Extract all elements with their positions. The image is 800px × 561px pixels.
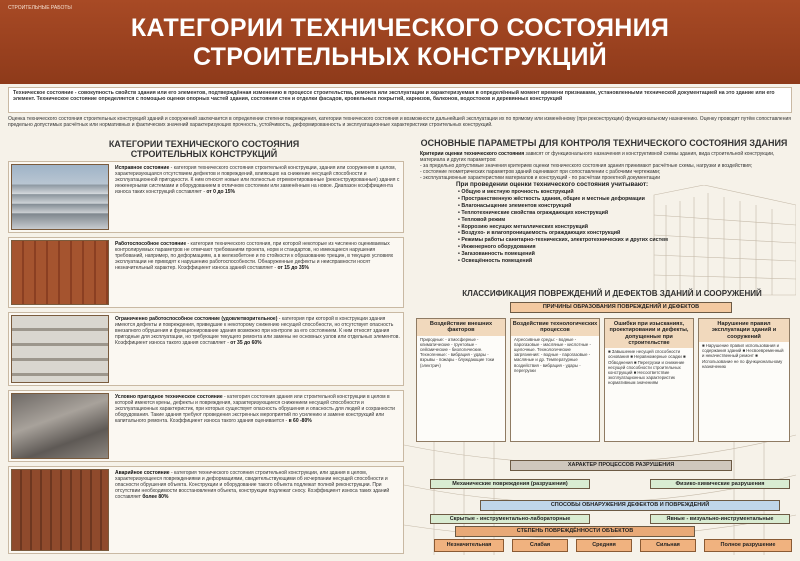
- criteria-intro: Критерии оценки технического состояния з…: [420, 151, 794, 163]
- building-photo: [11, 240, 109, 305]
- damage-degree-box: СТЕПЕНЬ ПОВРЕЖДЁННОСТИ ОБЪЕКТОВ: [455, 526, 695, 537]
- degree-total-destruction: Полное разрушение: [704, 539, 792, 552]
- category-name: Исправное состояние: [115, 165, 170, 171]
- degree-insignificant: Незначительная: [434, 539, 504, 552]
- cause-column-technological: Воздействие технологических процессов Аг…: [510, 318, 600, 442]
- category-text: Аварийное состояние - категория техничес…: [115, 470, 400, 550]
- category-text: Исправное состояние - категория техничес…: [115, 165, 400, 229]
- category-text: Условно пригодное техническое состояние …: [115, 394, 400, 458]
- physchem-damage-box: Физико-химические разрушения: [650, 479, 790, 489]
- category-name: Ограниченно работоспособное состояние (у…: [115, 316, 278, 322]
- column-body: ■ Завышение несущей способности основани…: [608, 349, 686, 386]
- degree-strong: Сильная: [640, 539, 696, 552]
- categories-heading-line-2: СТРОИТЕЛЬНЫХ КОНСТРУКЦИЙ: [130, 149, 278, 159]
- category-description: - категория состояния здания или строите…: [115, 394, 395, 424]
- category-card-conditional: Условно пригодное техническое состояние …: [8, 390, 404, 462]
- building-photo: [11, 164, 109, 230]
- title-line-1: КАТЕГОРИИ ТЕХНИЧЕСКОГО СОСТОЯНИЯ: [130, 14, 670, 42]
- cause-column-design-errors: Ошибки при изысканиях, проектировании и …: [604, 318, 694, 442]
- list-item: • Влагонасыщение элементов конструкций: [458, 202, 572, 209]
- column-title: Воздействие внешних факторов: [417, 319, 505, 336]
- wear-range: от 15 до 35%: [277, 265, 309, 271]
- category-description: - категория при которой в конструкции зд…: [115, 316, 400, 346]
- list-item: • Режимы работы санитарно-технических, э…: [458, 237, 668, 244]
- degree-weak: Слабая: [512, 539, 568, 552]
- list-item: • Воздухо- и влагопроницаемость ограждаю…: [458, 230, 621, 237]
- list-item: • Пространственную жёсткость здания, общ…: [458, 195, 645, 202]
- assessment-subheading: При проведении оценки технического состо…: [456, 181, 649, 188]
- column-body: ■ Нарушение правил использования и содер…: [702, 342, 784, 369]
- building-photo: [11, 315, 109, 383]
- criteria-lead: Критерии оценки технического состояния: [420, 151, 525, 157]
- list-item: • Тепловой режим: [458, 216, 506, 223]
- cause-column-operation: Нарушение правил эксплуатации зданий и с…: [698, 318, 790, 442]
- mechanical-damage-box: Механические повреждения (разрушения): [430, 479, 590, 489]
- title-line-2: СТРОИТЕЛЬНЫХ КОНСТРУКЦИЙ: [192, 43, 608, 71]
- cause-column-external: Воздействие внешних факторов Природные: …: [416, 318, 506, 442]
- criteria-text: Критерии оценки технического состояния з…: [420, 151, 794, 181]
- category-name: Условно пригодное техническое состояние: [115, 394, 223, 400]
- category-name: Аварийное состояние: [115, 470, 170, 476]
- hidden-defects-label: Скрытые - инструментально-лабораторные: [430, 514, 590, 524]
- wear-range: от 35 до 60%: [230, 340, 262, 346]
- building-photo: [11, 393, 109, 459]
- wear-range: более 80%: [142, 494, 169, 500]
- category-text: Ограниченно работоспособное состояние (у…: [115, 316, 400, 382]
- causes-box: ПРИЧИНЫ ОБРАЗОВАНИЯ ПОВРЕЖДЕНИЙ И ДЕФЕКТ…: [510, 302, 732, 313]
- column-title: Нарушение правил эксплуатации зданий и с…: [699, 319, 789, 342]
- category-card-serviceable: Исправное состояние - категория техничес…: [8, 161, 404, 233]
- degree-medium: Средняя: [576, 539, 632, 552]
- list-item: • Теплотехнические свойства ограждающих …: [458, 209, 609, 216]
- category-card-workable: Работоспособное состояние - категория те…: [8, 237, 404, 308]
- control-parameters-heading: ОСНОВНЫЕ ПАРАМЕТРЫ ДЛЯ КОНТРОЛЯ ТЕХНИЧЕС…: [420, 138, 788, 148]
- wear-range: от 0 до 15%: [206, 189, 235, 195]
- list-item: • Освещённость помещений: [458, 258, 533, 265]
- category-description: - категория технического состояния, при …: [115, 241, 394, 271]
- list-item: • Коррозию несущих металлических констру…: [458, 223, 589, 230]
- destruction-character-box: ХАРАКТЕР ПРОЦЕССОВ РАЗРУШЕНИЯ: [510, 460, 732, 471]
- detection-methods-box: СПОСОБЫ ОБНАРУЖЕНИЯ ДЕФЕКТОВ И ПОВРЕЖДЕН…: [480, 500, 780, 511]
- list-item: • Загазованность помещений: [458, 251, 535, 258]
- category-text: Работоспособное состояние - категория те…: [115, 241, 400, 304]
- building-photo: [11, 469, 109, 551]
- series-label: СТРОИТЕЛЬНЫЕ РАБОТЫ: [8, 5, 72, 11]
- categories-heading: КАТЕГОРИИ ТЕХНИЧЕСКОГО СОСТОЯНИЯ СТРОИТЕ…: [14, 139, 394, 159]
- category-description: - категория технического состояния строи…: [115, 470, 390, 500]
- category-name: Работоспособное состояние: [115, 241, 187, 247]
- column-body: Природные: - атмосферные - климатические…: [420, 336, 495, 368]
- assessment-list: • Общую и местную прочность конструкций …: [458, 189, 788, 265]
- column-title: Ошибки при изысканиях, проектировании и …: [605, 319, 693, 349]
- page-title: КАТЕГОРИИ ТЕХНИЧЕСКОГО СОСТОЯНИЯ СТРОИТЕ…: [0, 14, 800, 72]
- criteria-item: - состояние геометрических параметров зд…: [420, 169, 661, 175]
- wear-range: в 60 -80%: [288, 418, 312, 424]
- criteria-description: зависят от функционального назначения и …: [420, 151, 775, 163]
- intro-text: Оценка технического состояния строительн…: [8, 116, 791, 128]
- definition-box: Техническое состояние - совокупность сво…: [8, 87, 792, 113]
- list-item: • Инженерного оборудования: [458, 244, 536, 251]
- category-description: - категория технического состояния строи…: [115, 165, 400, 195]
- list-item: • Общую и местную прочность конструкций: [458, 189, 574, 195]
- criteria-item: - эксплуатационные характеристики матери…: [420, 175, 660, 181]
- classification-heading: КЛАССИФИКАЦИЯ ПОВРЕЖДЕНИЙ И ДЕФЕКТОВ ЗДА…: [462, 289, 762, 298]
- criteria-item: - за предельно допустимые значения крите…: [420, 163, 753, 169]
- categories-heading-line-1: КАТЕГОРИИ ТЕХНИЧЕСКОГО СОСТОЯНИЯ: [108, 139, 300, 149]
- column-title: Воздействие технологических процессов: [511, 319, 599, 336]
- category-card-emergency: Аварийное состояние - категория техничес…: [8, 466, 404, 554]
- visible-defects-label: Явные - визуально-инструментальные: [650, 514, 790, 524]
- header-banner: СТРОИТЕЛЬНЫЕ РАБОТЫ КАТЕГОРИИ ТЕХНИЧЕСКО…: [0, 0, 800, 84]
- column-body: Агрессивные среды: - водные - парогазовы…: [514, 336, 591, 373]
- category-card-limited: Ограниченно работоспособное состояние (у…: [8, 312, 404, 386]
